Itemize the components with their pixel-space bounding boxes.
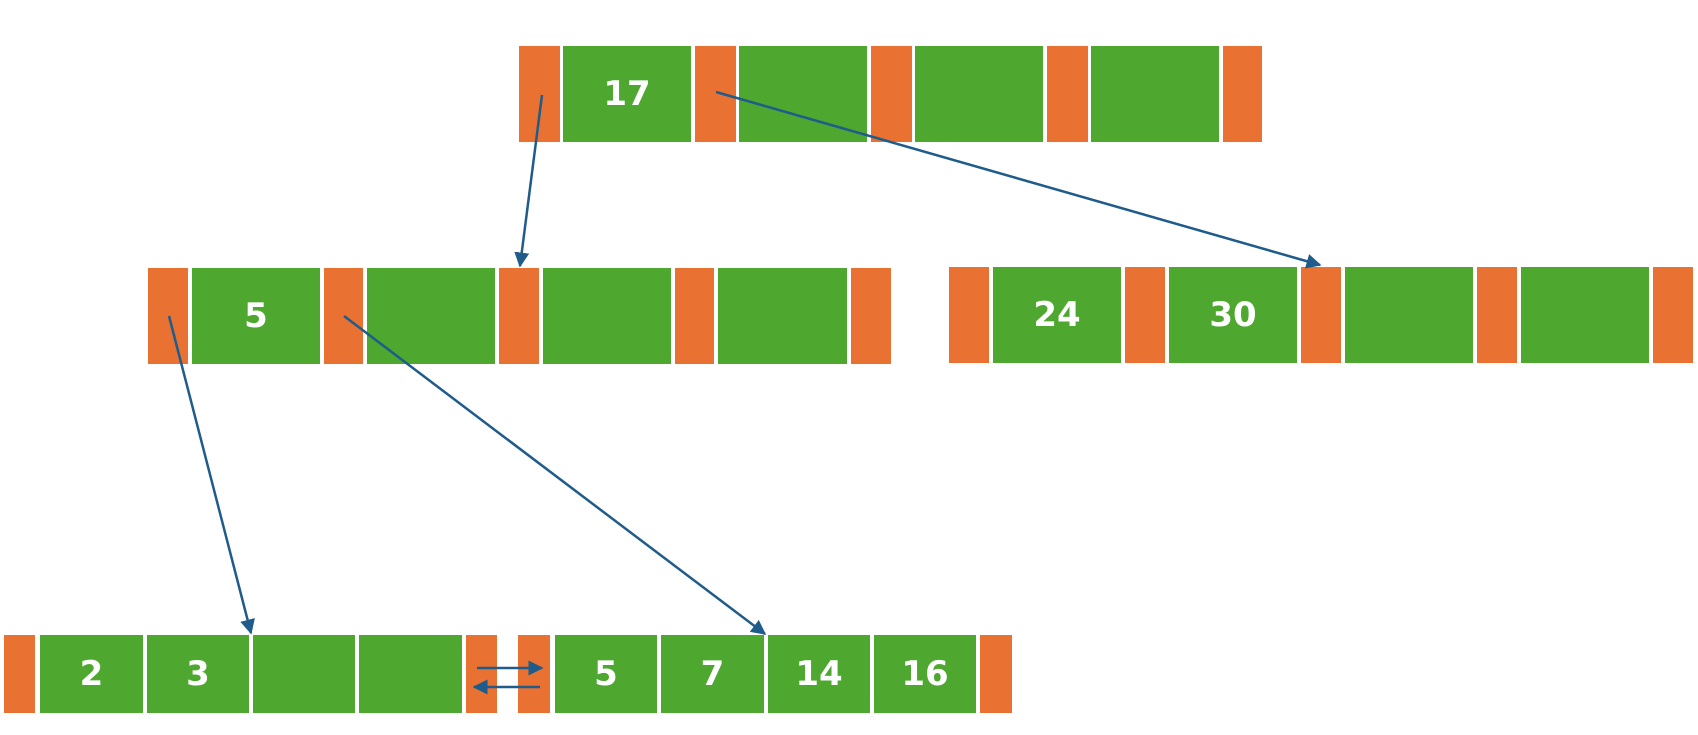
root-key-3 [1091,46,1219,142]
leaf-left-pointer-0 [4,635,35,713]
internal-left-key-0: 5 [192,268,320,364]
internal-left-pointer-2 [499,268,539,364]
leaf-left-key-2 [253,635,355,713]
root-key-0: 17 [563,46,691,142]
internal-left-key-2 [543,268,671,364]
root-pointer-1 [695,46,736,142]
internal-left-pointer-3 [675,268,714,364]
internal-right-pointer-2 [1301,267,1341,363]
root-pointer-4 [1223,46,1262,142]
internal-left-pointer-0 [148,268,188,364]
internal-right-pointer-1 [1125,267,1165,363]
internal-right-pointer-4 [1653,267,1693,363]
leaf-left-key-0: 2 [40,635,143,713]
leaf-left-next-pointer [466,635,497,713]
leaf-right-key-3: 16 [874,635,976,713]
internal-left-key-3 [718,268,847,364]
internal-right-key-3 [1521,267,1649,363]
leaf-left-key-3 [359,635,462,713]
leaf-left-key-1: 3 [147,635,249,713]
internal-right-key-2 [1345,267,1473,363]
root-pointer-0 [519,46,560,142]
leaf-right-key-2: 14 [768,635,870,713]
leaf-right-key-1: 7 [661,635,764,713]
internal-left-pointer-4 [851,268,891,364]
internal-right-key-0: 24 [993,267,1121,363]
internal-left-pointer-1 [324,268,363,364]
root-key-2 [915,46,1043,142]
leaf-right-pointer-end [980,635,1012,713]
leaf-right-prev-pointer [518,635,550,713]
internal-right-key-1: 30 [1169,267,1297,363]
internal-right-pointer-0 [949,267,989,363]
root-pointer-3 [1047,46,1088,142]
leaf-right-key-0: 5 [555,635,657,713]
internal-left-key-1 [367,268,495,364]
internal-right-pointer-3 [1477,267,1517,363]
root-key-1 [739,46,867,142]
root-pointer-2 [871,46,912,142]
